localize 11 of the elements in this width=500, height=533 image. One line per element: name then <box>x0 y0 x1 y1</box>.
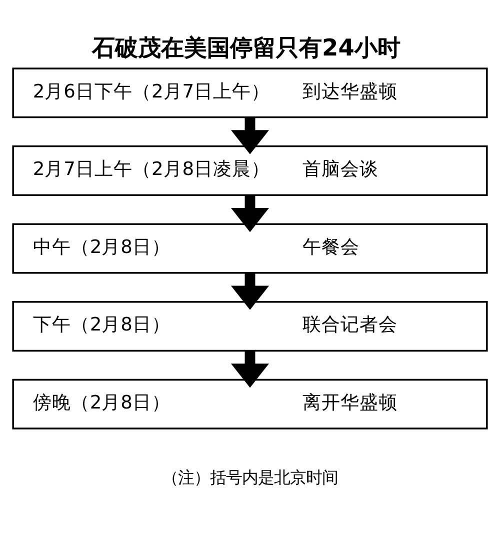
node-box: 2月6日下午（2月7日上午） 到达华盛顿 <box>12 68 488 118</box>
node-box: 中午（2月8日） 午餐会 <box>12 223 488 274</box>
arrow <box>231 195 269 232</box>
arrow <box>231 350 269 388</box>
node-box: 2月7日上午（2月8日凌晨） 首脑会谈 <box>12 145 488 196</box>
label: （注）括号内是北京时间 <box>162 468 338 487</box>
node-box: 下午（2月8日） 联合记者会 <box>12 301 488 352</box>
diagram-title: 石破茂在美国停留只有24小时 <box>92 34 400 62</box>
node-box: 傍晚（2月8日） 离开华盛顿 <box>12 378 488 430</box>
arrow <box>231 273 269 310</box>
arrow <box>231 118 269 154</box>
